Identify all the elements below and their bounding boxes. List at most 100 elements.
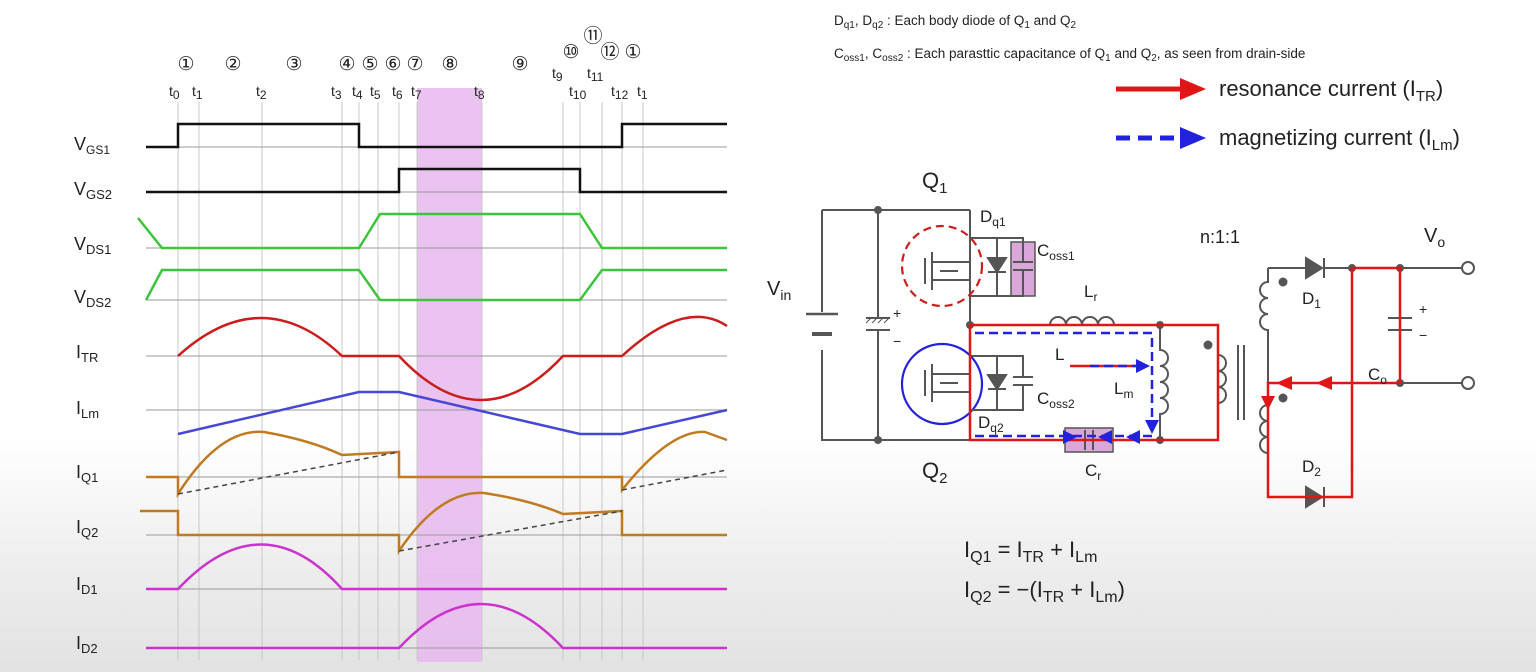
dq2-diode-triangle bbox=[986, 374, 1008, 391]
junction-dot bbox=[874, 206, 882, 214]
equation-iq2: IQ2 = −(ITR + ILm) bbox=[964, 577, 1125, 606]
interval-label-4: ④ bbox=[338, 53, 355, 75]
equation-iq1: IQ1 = ITR + ILm bbox=[964, 537, 1097, 566]
notes: Dq1, Dq2 : Each body diode of Q1 and Q2 … bbox=[834, 13, 1305, 64]
interval-8-highlight bbox=[417, 88, 482, 662]
interval-labels: ① ② ③ ④ ⑤ ⑥ ⑦ ⑧ ⑨ ⑩ ⑪ ⑫ ① bbox=[177, 25, 641, 75]
signal-label-vds2: VDS2 bbox=[74, 287, 111, 310]
timing-diagram: ① ② ③ ④ ⑤ ⑥ ⑦ ⑧ ⑨ ⑩ ⑪ ⑫ ① t0 t1 t2 t3 t4… bbox=[74, 25, 728, 662]
resonance-current-path bbox=[968, 323, 1220, 442]
transformer-primary bbox=[1160, 324, 1227, 441]
d1-label: D1 bbox=[1302, 289, 1321, 311]
interval-label-8: ⑧ bbox=[441, 53, 458, 75]
lm-inductor bbox=[1159, 325, 1169, 440]
output-terminal bbox=[1461, 261, 1475, 275]
time-labels: t0 t1 t2 t3 t4 t5 t6 t7 t8 t9 t10 t11 t1… bbox=[169, 65, 648, 102]
waveforms bbox=[137, 122, 728, 650]
iq1-waveform bbox=[146, 430, 728, 499]
coss1-capacitor bbox=[997, 237, 1033, 297]
output-terminal bbox=[1461, 376, 1475, 390]
signal-labels: VGS1 VGS2 VDS1 VDS2 ITR ILm IQ1 IQ2 ID1 … bbox=[74, 134, 112, 656]
interval-label-6: ⑥ bbox=[384, 53, 401, 75]
dq1-diode-triangle bbox=[986, 257, 1008, 274]
interval-label-5: ⑤ bbox=[361, 53, 378, 75]
time-label-t0: t0 bbox=[169, 83, 180, 102]
time-gridlines bbox=[177, 102, 644, 660]
l-label: L bbox=[1055, 345, 1064, 364]
resonance-arrowhead-icon bbox=[1180, 78, 1206, 100]
current-paths bbox=[968, 266, 1402, 499]
q2-label: Q2 bbox=[922, 458, 947, 487]
note-parasitic-capacitance: Coss1, Coss2 : Each parasttic capacitanc… bbox=[834, 46, 1305, 64]
iq2-waveform bbox=[140, 491, 727, 556]
time-label-t9: t9 bbox=[552, 65, 563, 84]
interval-label-1: ① bbox=[177, 53, 194, 75]
magnetizing-arrowhead bbox=[1063, 430, 1077, 444]
id2-waveform bbox=[146, 602, 727, 650]
signal-label-iq2: IQ2 bbox=[76, 517, 98, 540]
turns-ratio-label: n:1:1 bbox=[1200, 227, 1240, 247]
signal-label-vgs2: VGS2 bbox=[74, 179, 112, 202]
iq1-dashed-ilm bbox=[177, 451, 728, 495]
q1-label: Q1 bbox=[922, 168, 947, 197]
legend-resonance-current: resonance current (ITR) bbox=[1219, 76, 1443, 105]
legend-magnetizing-current: magnetizing current (ILm) bbox=[1219, 125, 1460, 154]
magnetizing-arrowhead-icon bbox=[1180, 127, 1206, 149]
d2-label: D2 bbox=[1302, 457, 1321, 479]
output-cap-plus: + bbox=[1419, 301, 1427, 317]
vgs2-waveform bbox=[146, 167, 727, 194]
interval-label-2: ② bbox=[224, 53, 241, 75]
input-cap-minus: − bbox=[893, 333, 901, 349]
interval-label-7: ⑦ bbox=[406, 53, 423, 75]
time-label-t1-repeat: t1 bbox=[637, 83, 648, 102]
signal-label-ilm: ILm bbox=[76, 398, 99, 421]
interval-label-10: ⑩ bbox=[562, 41, 579, 63]
time-label-t1: t1 bbox=[192, 83, 203, 102]
coss2-label: Coss2 bbox=[1037, 389, 1075, 411]
vin-label: Vin bbox=[767, 278, 791, 303]
secondary-dot bbox=[1278, 277, 1288, 287]
signal-label-itr: ITR bbox=[76, 342, 98, 365]
coss2-capacitor bbox=[997, 355, 1033, 411]
signal-label-id1: ID1 bbox=[76, 574, 98, 597]
interval-label-3: ③ bbox=[285, 53, 302, 75]
resonance-arrowhead bbox=[1276, 376, 1292, 390]
time-label-t3: t3 bbox=[331, 83, 342, 102]
lr-label: Lr bbox=[1084, 282, 1097, 304]
dq2-label: Dq2 bbox=[978, 413, 1004, 435]
itr-waveform bbox=[177, 315, 728, 402]
time-label-t5: t5 bbox=[370, 83, 381, 102]
resonance-arrowhead bbox=[1261, 396, 1275, 410]
dq1-label: Dq1 bbox=[980, 207, 1006, 229]
time-label-t11: t11 bbox=[587, 65, 604, 84]
resonance-arrowhead bbox=[1316, 376, 1332, 390]
vgs1-waveform bbox=[146, 122, 727, 149]
iq2-dashed-ilm bbox=[398, 510, 623, 552]
vo-label: Vo bbox=[1424, 225, 1445, 250]
interval-label-9: ⑨ bbox=[511, 53, 528, 75]
time-label-t4: t4 bbox=[352, 83, 363, 102]
note-body-diode: Dq1, Dq2 : Each body diode of Q1 and Q2 bbox=[834, 13, 1076, 31]
magnetizing-arrowhead bbox=[1126, 430, 1140, 444]
input-capacitor bbox=[866, 210, 890, 440]
secondary-dot bbox=[1278, 393, 1288, 403]
q2-highlight-circle bbox=[900, 342, 984, 426]
junction-dot bbox=[874, 436, 882, 444]
q1-mosfet-symbol bbox=[924, 252, 970, 290]
secondary-lower bbox=[1259, 383, 1269, 497]
primary-dot bbox=[1203, 340, 1213, 350]
magnetizing-arrowhead bbox=[1136, 359, 1150, 373]
input-capacitor-hatch bbox=[865, 316, 891, 324]
time-label-t12: t12 bbox=[611, 83, 629, 102]
llc-circuit bbox=[806, 206, 1475, 509]
vin-wire bbox=[821, 209, 970, 441]
magnetizing-arrowhead bbox=[1145, 420, 1159, 434]
input-cap-plus: + bbox=[893, 305, 901, 321]
co-label: Co bbox=[1368, 365, 1387, 387]
legend: resonance current (ITR) magnetizing curr… bbox=[1116, 76, 1460, 154]
lm-label: Lm bbox=[1114, 379, 1133, 401]
time-label-t2: t2 bbox=[256, 83, 267, 102]
id1-waveform bbox=[146, 543, 727, 591]
